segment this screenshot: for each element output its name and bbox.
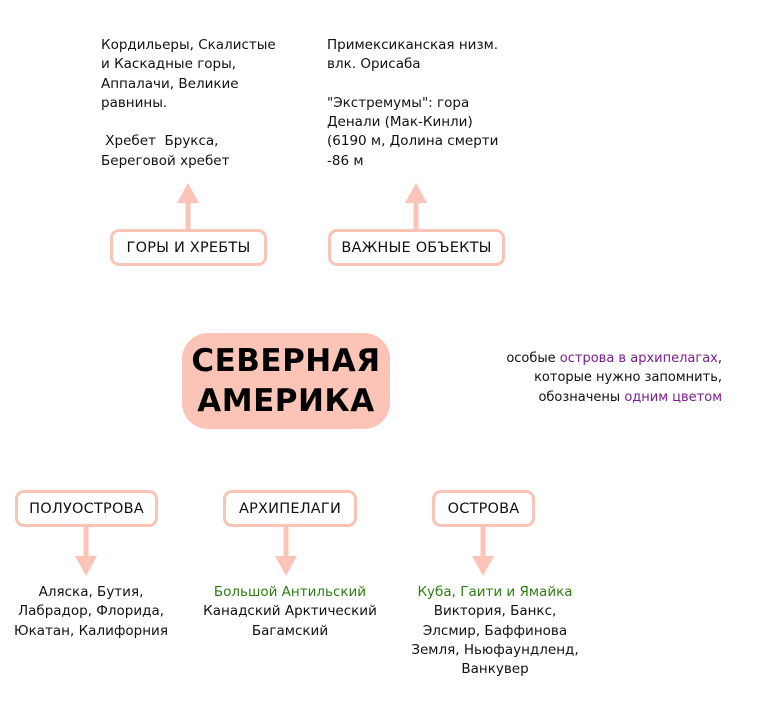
legend-highlight-islands: острова в архипелагах <box>559 351 718 366</box>
important-line-5: (6190 м, Долина смерти <box>327 133 499 150</box>
category-archipelagos: АРХИПЕЛАГИ <box>223 490 357 527</box>
islands-line-5: Ванкувер <box>461 661 529 678</box>
peninsulas-line-3: Юкатан, Калифорния <box>14 622 168 639</box>
mountains-line-3: Аппалачи, Великие <box>101 75 239 92</box>
peninsulas-line-1: Аляска, Бутия, <box>38 584 144 600</box>
category-important-objects: ВАЖНЫЕ ОБЪЕКТЫ <box>328 229 505 266</box>
peninsulas-description: Аляска, Бутия, Лабрадор, Флорида, Юкатан… <box>6 583 176 641</box>
category-islands: ОСТРОВА <box>432 490 535 527</box>
central-topic: СЕВЕРНАЯ АМЕРИКА <box>182 333 390 429</box>
islands-line-4: Земля, Ньюфаундленд, <box>411 641 579 658</box>
peninsulas-line-2: Лабрадор, Флорида, <box>17 603 165 620</box>
central-topic-line-2: АМЕРИКА <box>197 383 375 419</box>
mountains-line-2: и Каскадные горы, <box>101 56 237 73</box>
arrow-up-important <box>405 183 427 231</box>
mountains-line-5: Хребет Брукса, <box>101 133 219 150</box>
archipelagos-line-2: Канадский Арктический <box>203 603 377 620</box>
legend-note: особые острова в архипелагах, которые ну… <box>470 349 722 407</box>
mountains-line-6: Береговой хребет <box>101 152 230 169</box>
arrow-up-mountains <box>177 183 199 231</box>
archipelagos-description: Большой Антильский Канадский Арктический… <box>195 583 385 641</box>
important-line-6: -86 м <box>327 152 364 169</box>
central-topic-line-1: СЕВЕРНАЯ <box>191 343 381 379</box>
islands-line-3: Элсмир, Баффинова <box>422 622 568 639</box>
mountains-line-4: равнины. <box>101 94 168 111</box>
important-line-3: "Экстремумы": гора <box>327 94 470 111</box>
mountains-line-1: Кордильеры, Скалистые <box>101 37 276 53</box>
arrow-down-peninsulas <box>75 526 97 576</box>
important-description: Примексиканская низм. влк. Орисаба "Экст… <box>327 36 498 171</box>
legend-note-line-2: которые нужно запомнить, <box>534 370 722 386</box>
mountains-description: Кордильеры, Скалистые и Каскадные горы, … <box>101 36 276 171</box>
legend-note-line-1: особые острова в архипелагах, <box>506 351 722 366</box>
archipelagos-line-3: Багамский <box>251 622 329 639</box>
important-line-2: влк. Орисаба <box>327 56 421 73</box>
important-spacer <box>327 75 498 94</box>
legend-highlight-color: одним цветом <box>624 389 722 405</box>
islands-description: Куба, Гаити и Ямайка Виктория, Банкс, Эл… <box>402 583 588 679</box>
mountains-spacer <box>101 113 276 132</box>
archipelagos-line-1: Большой Антильский <box>213 584 367 600</box>
arrow-down-archipelagos <box>275 526 297 576</box>
islands-line-1: Куба, Гаити и Ямайка <box>417 584 573 600</box>
category-peninsulas: ПОЛУОСТРОВА <box>15 490 158 527</box>
islands-line-2: Виктория, Банкс, <box>433 603 557 620</box>
important-line-4: Денали (Мак-Кинли) <box>327 114 473 131</box>
important-line-1: Примексиканская низм. <box>327 37 499 53</box>
legend-note-line-3: обозначены одним цветом <box>538 389 722 405</box>
category-mountains: ГОРЫ И ХРЕБТЫ <box>110 229 267 266</box>
arrow-down-islands <box>472 526 494 576</box>
